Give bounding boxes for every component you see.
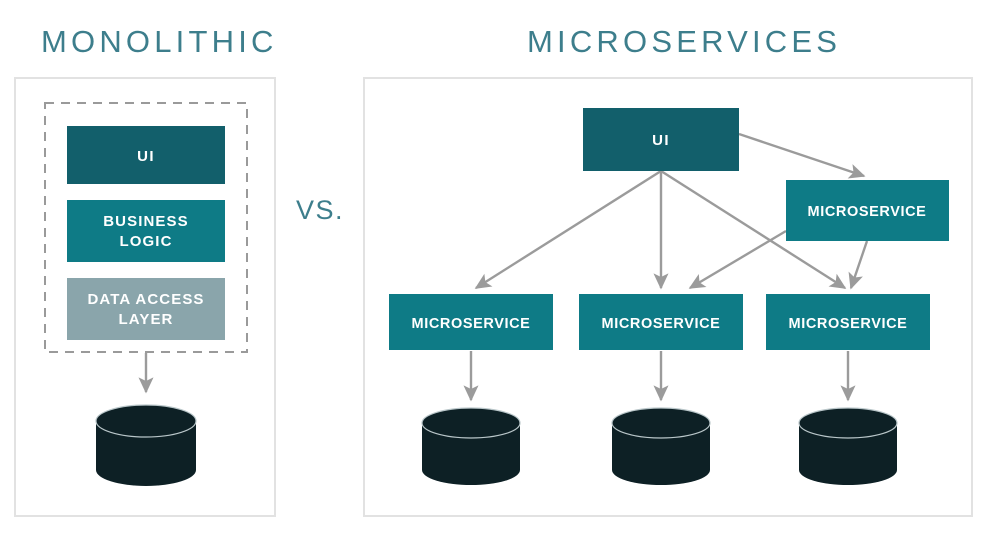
monolith-layer-data-access[interactable] <box>67 278 225 340</box>
database-3[interactable] <box>798 407 898 485</box>
microservice-2[interactable] <box>579 294 743 350</box>
microservice-top-right-label: MICROSERVICE <box>808 204 927 220</box>
microservices-connectors <box>463 132 869 402</box>
microservice-top-right[interactable] <box>786 180 949 241</box>
monolithic-title: MONOLITHIC <box>41 24 278 59</box>
connector-ms-top-right-to-ms-3 <box>848 240 869 290</box>
monolith-layer-data-access-label-line2: LAYER <box>119 311 174 328</box>
monolith-database[interactable] <box>95 404 197 486</box>
monolith-layer-business-logic-label-line2: LOGIC <box>120 233 173 250</box>
connector-ui-to-ms-1 <box>474 169 662 290</box>
vs-divider-label: VS. <box>296 195 344 225</box>
microservice-2-label: MICROSERVICE <box>602 316 721 332</box>
monolith-layer-ui[interactable] <box>67 126 225 184</box>
microservices-ui-label: UI <box>652 132 670 149</box>
microservice-3[interactable] <box>766 294 930 350</box>
monolith-layer-business-logic-label-line1: BUSINESS <box>103 213 189 230</box>
microservice-1-label: MICROSERVICE <box>412 316 531 332</box>
monolith-boundary <box>44 102 248 353</box>
microservice-3-label: MICROSERVICE <box>789 316 908 332</box>
database-2[interactable] <box>611 407 711 485</box>
monolith-layer-business-logic[interactable] <box>67 200 225 262</box>
connector-ui-to-ms-top-right <box>738 132 866 179</box>
monolith-layer-data-access-label-line1: DATA ACCESS <box>87 291 204 308</box>
connector-ms-top-right-to-ms-2 <box>688 229 787 290</box>
connector-ui-to-ms-3 <box>660 169 847 290</box>
monolith-layer-ui-label: UI <box>137 148 155 165</box>
microservice-1[interactable] <box>389 294 553 350</box>
database-1[interactable] <box>421 407 521 485</box>
microservices-title: MICROSERVICES <box>527 24 841 59</box>
microservices-ui-box[interactable] <box>583 108 739 171</box>
